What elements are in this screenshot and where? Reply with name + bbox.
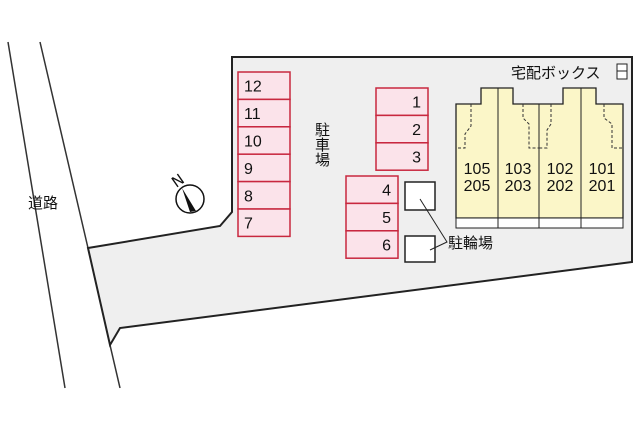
road-edge-right-lower (109, 344, 121, 389)
road-edge-right-upper (39, 41, 89, 249)
parking-space-number: 4 (382, 183, 391, 200)
parking-space-6: 6 (345, 230, 399, 259)
parking-column-right-bottom: 4 5 6 (345, 175, 399, 259)
road-label: 道路 (28, 194, 58, 212)
parking-space-8: 8 (237, 180, 291, 210)
parking-label: 駐車場 (313, 122, 331, 167)
unit-number-upper: 201 (589, 178, 616, 195)
parking-column-right-top: 1 2 3 (375, 87, 429, 171)
unit-number-upper: 203 (505, 178, 532, 195)
parking-space-12: 12 (237, 71, 291, 101)
parking-column-left: 12 11 10 9 8 7 (237, 71, 291, 238)
parking-space-number: 12 (244, 79, 262, 96)
parking-space-9: 9 (237, 153, 291, 183)
compass-north-icon: N (168, 170, 205, 214)
parking-space-number: 2 (412, 122, 421, 139)
bicycle-parking-box (404, 181, 436, 211)
parking-space-4: 4 (345, 175, 399, 205)
unit-number-upper: 205 (464, 178, 491, 195)
parking-space-number: 3 (412, 150, 421, 167)
unit-number-upper: 202 (547, 178, 574, 195)
parking-space-number: 9 (244, 161, 253, 178)
parking-space-3: 3 (375, 142, 429, 171)
parking-space-5: 5 (345, 202, 399, 232)
parking-space-number: 5 (382, 210, 391, 227)
parking-space-number: 1 (412, 95, 421, 112)
parking-space-number: 6 (382, 238, 391, 255)
unit-number-lower: 102 (547, 161, 574, 178)
parking-space-10: 10 (237, 126, 291, 155)
parking-space-1: 1 (375, 87, 429, 117)
parking-space-number: 11 (244, 106, 261, 123)
unit-number-lower: 105 (464, 161, 491, 178)
unit-number-lower: 103 (505, 161, 532, 178)
unit-number-lower: 101 (589, 161, 616, 178)
bicycle-parking-box (404, 235, 436, 263)
delivery-box-label: 宅配ボックス (511, 64, 601, 82)
parking-space-11: 11 (237, 98, 291, 128)
parking-space-2: 2 (375, 114, 429, 144)
bicycle-parking-label: 駐輪場 (448, 234, 493, 252)
leader-line (419, 198, 448, 251)
road-edge-left (7, 41, 66, 389)
apartment-building (455, 87, 624, 229)
parking-space-number: 8 (244, 188, 253, 205)
parking-space-number: 7 (244, 216, 253, 233)
parking-space-number: 10 (244, 134, 262, 151)
parking-space-7: 7 (237, 208, 291, 238)
